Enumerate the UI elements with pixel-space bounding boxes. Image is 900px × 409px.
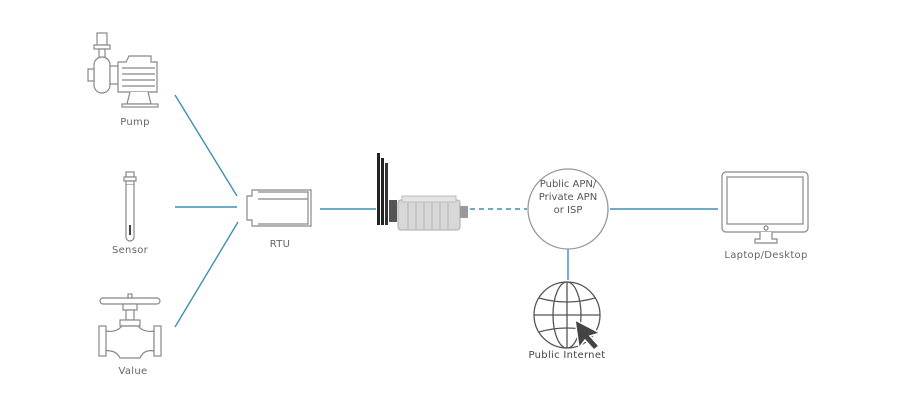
- network-label-line1: Public APN/: [539, 179, 597, 190]
- globe-icon: [533, 281, 602, 352]
- valve-label: Value: [118, 366, 148, 377]
- network-label: Public APN/ Private APN or ISP: [528, 178, 608, 217]
- network-label-line3: or ISP: [553, 205, 583, 216]
- valve-icon: [98, 293, 162, 359]
- link-valve-rtu: [174, 221, 239, 328]
- sensor-icon: [123, 171, 137, 242]
- monitor-icon: [721, 171, 809, 244]
- network-label-line2: Private APN: [538, 192, 598, 203]
- pump-label: Pump: [120, 117, 150, 128]
- rtu-icon: [246, 189, 312, 227]
- pump-icon: [87, 32, 159, 108]
- rtu-label: RTU: [269, 239, 291, 250]
- sensor-label: Sensor: [111, 245, 149, 256]
- network-circle: [527, 168, 609, 250]
- internet-label: Public Internet: [528, 350, 606, 361]
- link-pump-rtu: [174, 94, 238, 197]
- router-icon: [377, 153, 468, 231]
- computer-label: Laptop/Desktop: [724, 250, 808, 261]
